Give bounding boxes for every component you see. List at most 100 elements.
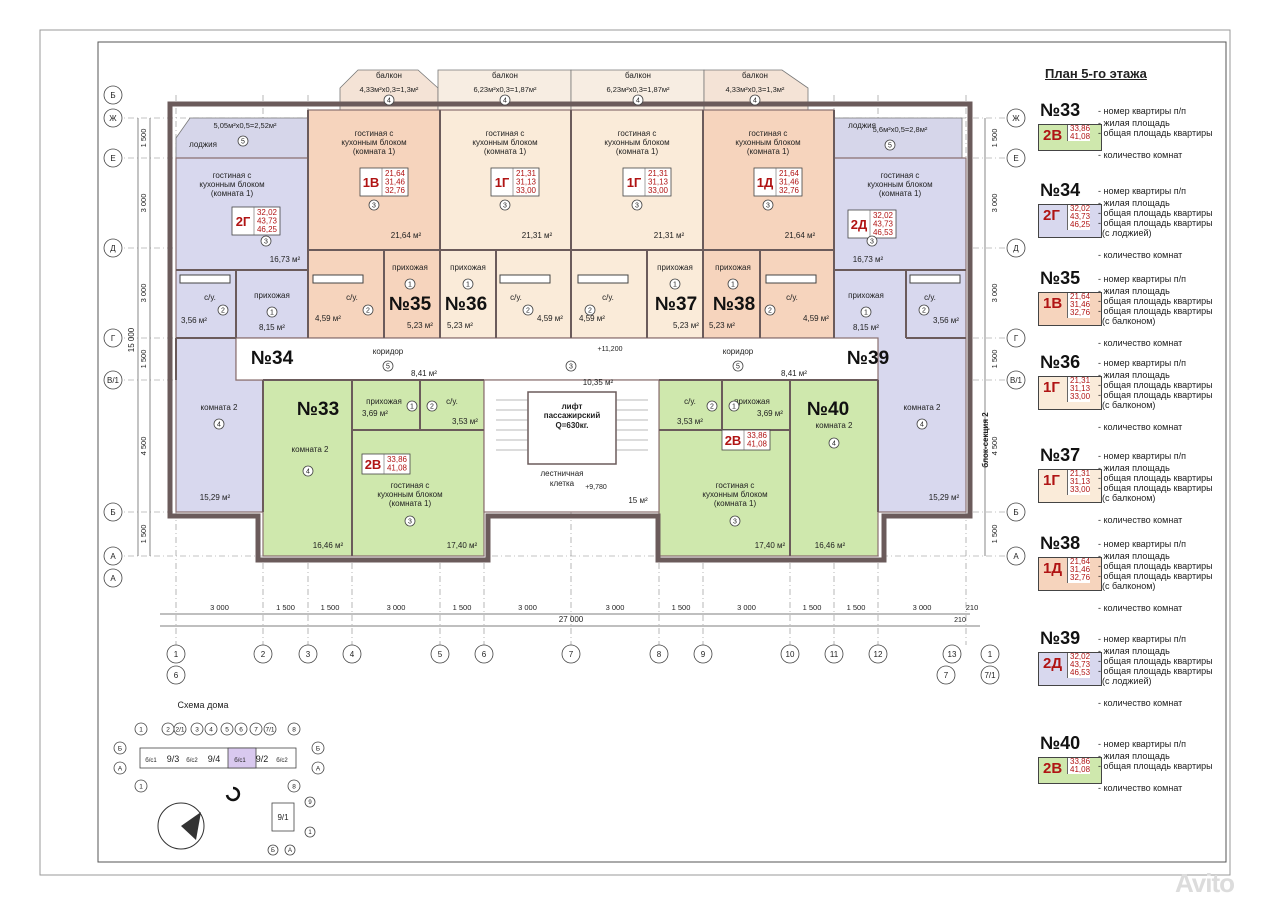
tag-value: 32,02 [873,211,894,220]
axis-marker-bottom-label: 5 [438,650,443,659]
plan-label: гостиная с [749,129,788,138]
room-area: 21,64 м² [391,231,422,240]
page-title: План 5-го этажа [1045,66,1147,81]
legend-text: - номер квартиры п/п [1098,451,1186,461]
scheme-axis-label: 7/1 [265,726,274,733]
room-area: 3,53 м² [452,417,478,426]
legend-type: 1Г [1043,472,1060,489]
room-number-label: 4 [503,98,507,105]
tag-type: 2В [725,433,742,448]
axis-marker-bottom-label: 3 [306,650,311,659]
legend-type: 2Д [1043,655,1063,672]
axis-marker-right-label: В/1 [1010,376,1023,385]
room-area: 8,15 м² [259,323,285,332]
axis-marker-left [103,148,123,168]
axis-marker-bottom-label: 1 [988,650,993,659]
room-number [404,278,416,290]
room-number-label: 1 [410,404,414,411]
room-area: 21,64 м² [785,231,816,240]
dimension-lines [137,118,986,627]
tag-type: 1Г [627,175,642,190]
legend-text: - жилая площадь [1098,118,1170,128]
axis-marker-bottom [253,644,273,664]
room-area: 8,41 м² [411,369,437,378]
scheme-axis [134,722,148,736]
dimension-value: 1 500 [990,129,999,148]
dimension-value: 1 500 [990,525,999,544]
scheme-axis [190,722,204,736]
room-number [749,94,761,106]
axis-marker-bottom [474,644,494,664]
legend-text: - общая площадь квартиры [1098,208,1213,218]
legend-text: - номер квартиры п/п [1098,358,1186,368]
avito-watermark: Avito [1175,868,1235,898]
axis-marker-bottom-label: 11 [830,650,839,659]
lift-label: пассажирский [544,411,601,420]
room-number [213,418,225,430]
balcony-dims: 4,33м²х0,3=1,3м² [360,85,419,94]
legend-text: - номер квартиры п/п [1098,274,1186,284]
plan-label: кухонным блоком [604,138,669,147]
dimension-value: 3 000 [913,603,932,612]
section-label: блок-секция 2 [981,412,990,468]
plan-labels: балкон4,33м²х0,3=1,3м²4балкон6,23м²х0,3=… [127,71,999,624]
legend-text: - жилая площадь [1098,286,1170,296]
tag-type: 1В [363,175,380,190]
corridor-label: коридор [723,347,754,356]
axis-marker-left-label: Г [111,334,116,343]
plan-label: гостиная с [213,171,252,180]
room-number [368,199,380,211]
tag-value: 46,25 [257,225,278,234]
apartment-number: №33 [297,399,339,420]
legend-text: - общая площадь квартиры [1098,218,1213,228]
axis-marker-bottom [649,644,669,664]
room-number [631,199,643,211]
plan-label: (комната 1) [389,499,432,508]
room2-label: комната 2 [816,421,853,430]
room-area: 8,41 м² [781,369,807,378]
legend-apartment-number: №33 [1040,100,1081,120]
scheme-block [139,747,297,769]
room-number [217,304,229,316]
tag-value: 31,13 [516,178,537,187]
dimension-total: 15 000 [127,327,136,352]
room-area: 16,73 м² [270,255,301,264]
room-number [632,94,644,106]
plan-label: кухонным блоком [341,138,406,147]
axis-marker-bottom [780,644,800,664]
room-area: 8,15 м² [853,323,879,332]
plan-label: кухонным блоком [867,180,932,189]
room-number-label: 4 [387,98,391,105]
hall-label: прихожая [450,263,486,272]
tag-value: 33,86 [747,431,768,440]
stairs-label: лестничная [540,469,583,478]
room-number-label: 3 [503,203,507,210]
legend-type: 1Г [1043,379,1060,396]
room-number-label: 3 [733,519,737,526]
axis-marker-bottom-2-label: 6 [174,671,179,680]
tag-box [622,167,672,197]
tag-type: 2В [365,457,382,472]
room-number-label: 5 [386,364,390,371]
legend-text: - общая площадь квартиры [1098,656,1213,666]
dimension-value: 4 500 [990,437,999,456]
scheme-axis-label: 1 [308,830,312,836]
legend-text: - номер квартиры п/п [1098,106,1186,116]
room-area: 5,23 м² [407,321,433,330]
room-area: 15,29 м² [929,493,960,502]
axis-marker-bottom [166,644,186,664]
legend-apartment-number: №34 [1040,180,1081,200]
scheme-axis-label: Б [118,745,122,752]
room-number [828,437,840,449]
scheme-axis [204,722,218,736]
room-number-label: 2 [710,404,714,411]
